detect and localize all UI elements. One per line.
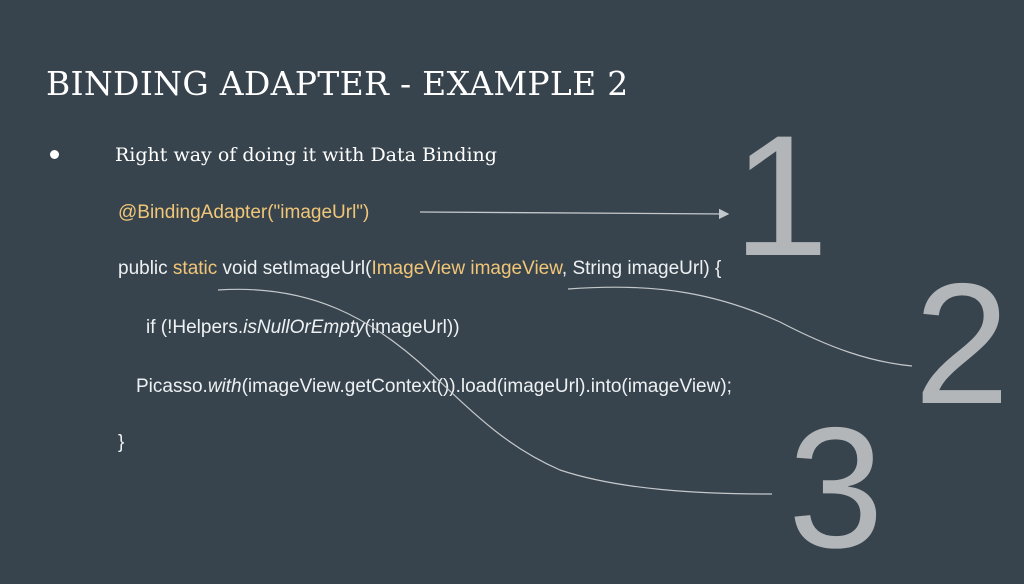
code-token-if: if (!Helpers. <box>146 317 244 338</box>
code-token-with: with <box>207 376 242 397</box>
code-token-param: ImageView imageView <box>371 258 562 279</box>
code-line-signature: public static void setImageUrl(ImageView… <box>118 258 721 280</box>
connector-line-2 <box>567 286 913 367</box>
bullet-text: Right way of doing it with Data Binding <box>115 144 497 166</box>
code-line-annotation: @BindingAdapter("imageUrl") <box>118 202 370 223</box>
slide-title: BINDING ADAPTER - EXAMPLE 2 <box>46 64 629 103</box>
marker-number-2: 2 <box>914 248 1010 440</box>
code-token-static: static <box>172 258 218 279</box>
code-token-rest: , String imageUrl) { <box>561 258 722 279</box>
marker-number-3: 3 <box>788 392 884 584</box>
code-token-void: void setImageUrl( <box>217 258 372 279</box>
bullet-item: Right way of doing it with Data Binding <box>50 144 497 166</box>
code-token-isnullorempty: isNullOrEmpty <box>243 317 365 338</box>
code-line-picasso: Picasso.with(imageView.getContext()).loa… <box>136 376 732 398</box>
connector-line-1 <box>419 208 730 220</box>
code-line-closing: } <box>118 432 125 453</box>
connector-line-3 <box>217 288 773 495</box>
code-token-condition-end: (imageUrl)) <box>364 317 460 338</box>
bullet-dot-icon <box>50 149 59 159</box>
code-token-picasso: Picasso. <box>136 376 208 397</box>
code-line-condition: if (!Helpers.isNullOrEmpty(imageUrl)) <box>146 317 460 339</box>
code-token-picasso-chain: (imageView.getContext()).load(imageUrl).… <box>241 376 732 397</box>
marker-number-1: 1 <box>733 100 829 292</box>
code-token-public: public <box>118 258 173 279</box>
